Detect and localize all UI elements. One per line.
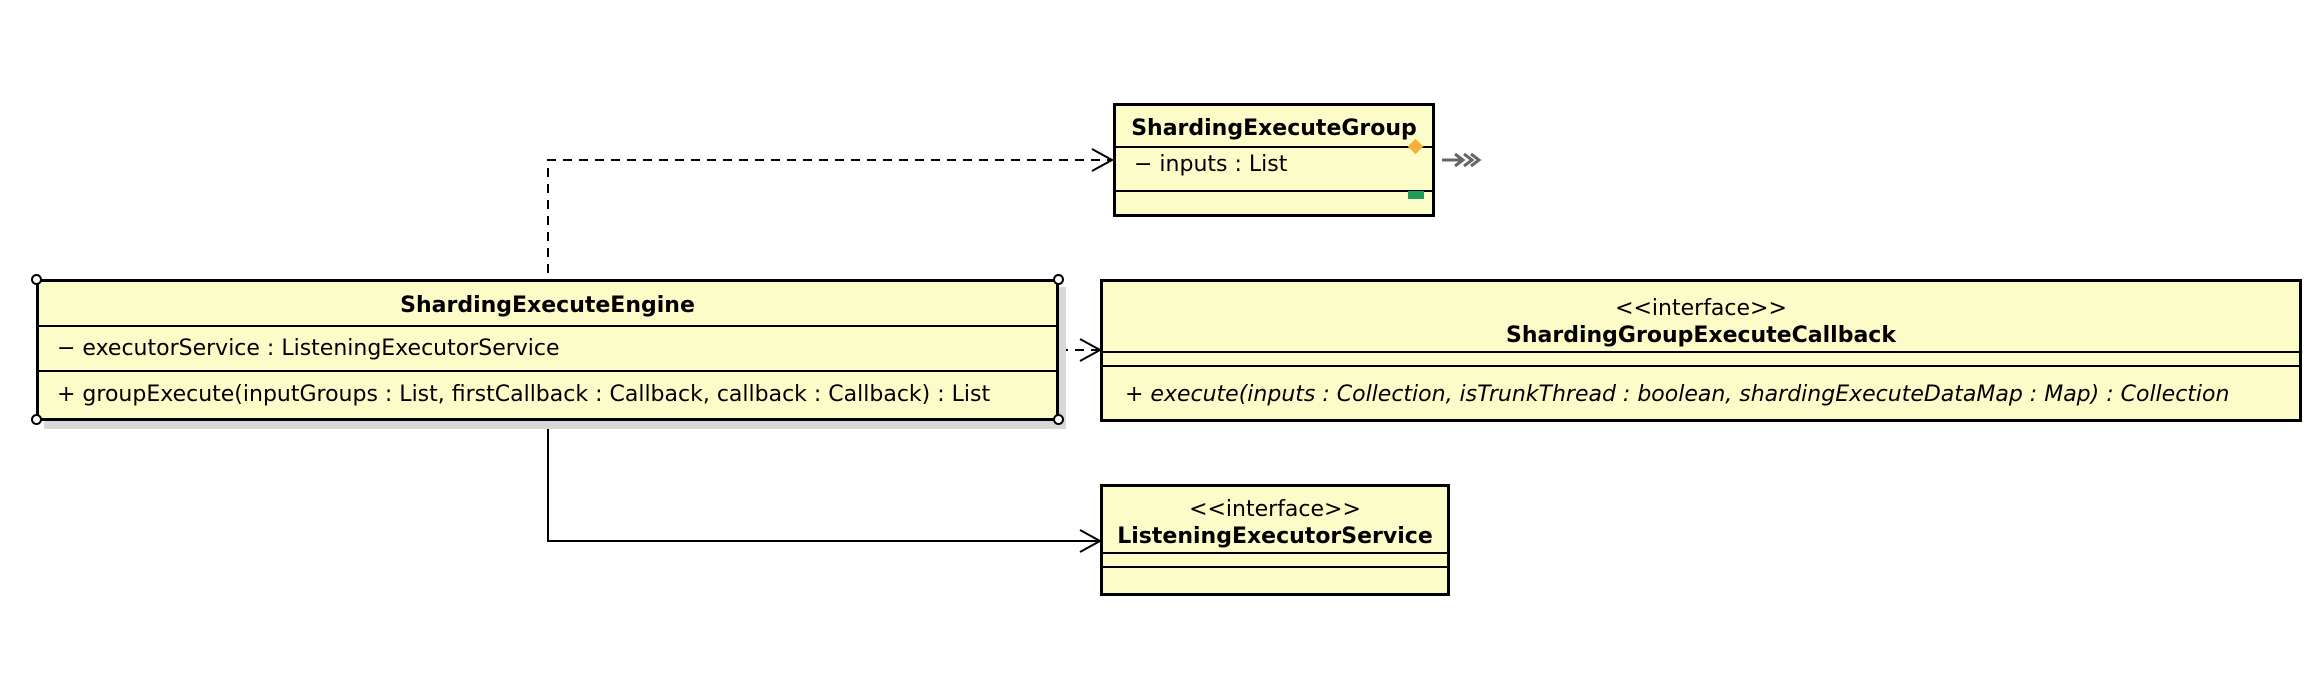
stereotype-label: <<interface>> [1189, 497, 1361, 522]
navigate-arrow-icon[interactable] [1442, 152, 1482, 168]
resize-handle-top-right[interactable] [1053, 274, 1064, 285]
class-name: ShardingExecuteGroup [1131, 116, 1417, 141]
compartment-divider [39, 370, 1056, 372]
stereotype-label: <<interface>> [1615, 296, 1787, 321]
attribute-compartment [1103, 353, 2299, 365]
class-name: ShardingExecuteEngine [400, 293, 695, 318]
interface-listening-executor-service[interactable]: <<interface>> ListeningExecutorService [1100, 484, 1450, 596]
attribute-row[interactable]: − inputs : List [1134, 152, 1288, 177]
compartment-divider [39, 325, 1056, 327]
compartment-divider [1116, 190, 1432, 192]
operation-row[interactable]: + groupExecute(inputGroups : List, first… [57, 382, 991, 407]
compartment-divider [1103, 566, 1447, 568]
compartment-divider [1103, 351, 2299, 353]
class-sharding-execute-engine[interactable]: ShardingExecuteEngine − executorService … [36, 279, 1059, 421]
compartment-divider [1103, 365, 2299, 367]
compartment-divider [1103, 552, 1447, 554]
resize-handle-top-left[interactable] [31, 274, 42, 285]
resize-handle-bottom-left[interactable] [31, 414, 42, 425]
interface-sharding-group-execute-callback[interactable]: <<interface>> ShardingGroupExecuteCallba… [1100, 279, 2302, 422]
resize-handle-bottom-right[interactable] [1053, 414, 1064, 425]
attribute-compartment [1103, 554, 1447, 566]
interface-name: ShardingGroupExecuteCallback [1506, 323, 1896, 348]
interface-name: ListeningExecutorService [1117, 524, 1433, 549]
attribute-row[interactable]: − executorService : ListeningExecutorSer… [57, 336, 560, 361]
compartment-divider [1116, 146, 1432, 148]
class-sharding-execute-group[interactable]: ShardingExecuteGroup − inputs : List [1113, 103, 1435, 217]
association-engine-to-listening [547, 422, 1103, 553]
operation-row[interactable]: + execute(inputs : Collection, isTrunkTh… [1125, 382, 2230, 407]
operation-marker-icon [1408, 191, 1424, 199]
dependency-engine-to-group [547, 148, 1115, 273]
